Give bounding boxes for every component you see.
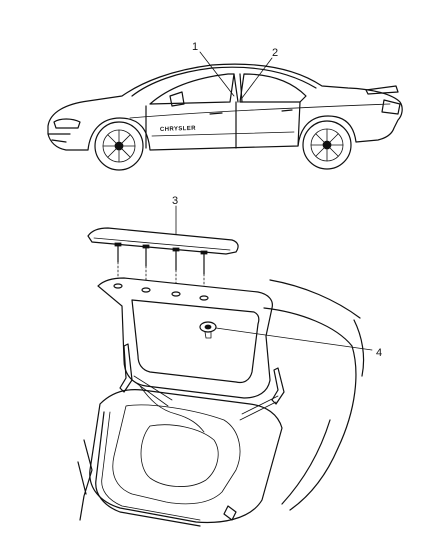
rear-door-line bbox=[297, 101, 301, 147]
front-wheel-spokes bbox=[102, 129, 136, 163]
hinge-strut-right bbox=[239, 395, 279, 421]
trunk-weatherstrip-inner bbox=[101, 411, 201, 521]
callout-1: 1 bbox=[192, 41, 235, 97]
front-door-line bbox=[145, 101, 237, 149]
wiring-harness bbox=[139, 385, 205, 433]
callout-3: 3 bbox=[172, 195, 178, 235]
spoiler-edge-line bbox=[93, 237, 231, 251]
spoiler-stud-cap-3 bbox=[172, 247, 180, 252]
callout-3-label: 3 bbox=[172, 195, 178, 207]
callout-1-leader bbox=[199, 51, 235, 97]
headlight bbox=[53, 118, 81, 129]
callout-1-label: 1 bbox=[192, 41, 198, 53]
trunk-weatherstrip bbox=[95, 411, 201, 527]
mounting-hole-4 bbox=[199, 295, 209, 301]
grommet-stem bbox=[204, 331, 212, 339]
car-side-view: CHRYSLER bbox=[47, 63, 403, 171]
b-pillar bbox=[233, 73, 243, 103]
rear-spoiler-part bbox=[87, 227, 239, 275]
spoiler-body bbox=[87, 227, 239, 255]
callout-4-label: 4 bbox=[376, 347, 382, 359]
car-badge-text: CHRYSLER bbox=[160, 126, 196, 133]
spoiler-stud-cap-1 bbox=[114, 242, 122, 247]
grommet-center bbox=[204, 324, 212, 330]
rear-door-handle bbox=[281, 109, 293, 112]
trunk-opening bbox=[89, 389, 283, 524]
grommet-part bbox=[199, 321, 217, 339]
callout-2: 2 bbox=[241, 47, 278, 99]
body-side-moulding bbox=[151, 131, 295, 137]
front-door-handle bbox=[209, 112, 223, 115]
quarter-panel-right bbox=[263, 279, 361, 511]
car-body-outline bbox=[47, 63, 403, 151]
side-mirror bbox=[169, 91, 185, 107]
rear-door-window bbox=[239, 73, 307, 103]
trunk-assembly bbox=[77, 277, 365, 527]
callout-2-label: 2 bbox=[272, 47, 278, 59]
car-rear-spoiler bbox=[365, 85, 399, 95]
taillight bbox=[381, 99, 401, 115]
front-wheel-tire bbox=[94, 121, 144, 171]
callout-4-leader bbox=[215, 327, 373, 351]
spoiler-stud-cap-4 bbox=[200, 250, 208, 255]
rear-wheel-tire bbox=[302, 120, 352, 170]
front-bumper bbox=[47, 133, 71, 143]
mounting-hole-3 bbox=[171, 291, 181, 297]
hinge-strut-left bbox=[131, 375, 173, 407]
deck-lid-inner bbox=[131, 299, 260, 384]
callout-2-leader bbox=[241, 57, 273, 99]
callout-4: 4 bbox=[215, 327, 382, 359]
front-door-window bbox=[149, 73, 235, 105]
trunk-floor bbox=[112, 404, 241, 505]
spoiler-stud-cap-2 bbox=[142, 244, 150, 249]
left-rear-panel bbox=[77, 439, 93, 521]
car-greenhouse bbox=[131, 66, 317, 97]
rear-wheel-spokes bbox=[310, 128, 344, 162]
quarter-panel-edge bbox=[281, 319, 365, 505]
mounting-hole-1 bbox=[113, 283, 123, 289]
latch-striker bbox=[223, 505, 237, 521]
spare-wheel-well bbox=[140, 424, 219, 487]
body-side-character-line bbox=[129, 103, 391, 119]
mounting-hole-2 bbox=[141, 287, 151, 293]
right-hinge bbox=[271, 367, 285, 405]
